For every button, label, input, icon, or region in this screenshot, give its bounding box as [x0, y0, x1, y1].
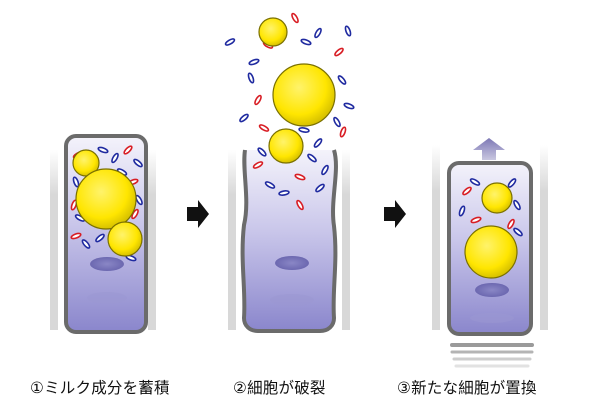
panel-burst: [225, 13, 355, 331]
neighbor-wall-left: [432, 145, 440, 330]
cell-nucleus-lower: [270, 294, 314, 306]
fat-globule-large: [465, 226, 517, 278]
panel-accumulate: [50, 136, 156, 332]
neighbor-wall-right: [148, 150, 156, 330]
neighbor-wall-right: [540, 145, 548, 330]
fat-globules: [259, 18, 335, 163]
fat-globule-large: [273, 64, 335, 126]
right-arrow-icon: [187, 200, 209, 228]
caption-step-3: ③新たな細胞が置換: [397, 377, 537, 399]
motion-lines: [452, 345, 532, 366]
neighbor-wall-right: [342, 150, 350, 330]
right-arrow-icon: [384, 200, 406, 228]
up-arrow-icon: [473, 138, 505, 160]
cell-nucleus: [90, 257, 124, 271]
caption-step-2: ②細胞が破裂: [233, 377, 326, 399]
neighbor-wall-left: [228, 150, 236, 330]
neighbor-wall-left: [50, 150, 58, 330]
cell-nucleus-lower: [470, 313, 514, 323]
fat-globule-large: [76, 169, 136, 229]
cell-nucleus-lower: [87, 292, 127, 304]
cell-nucleus: [275, 256, 309, 270]
fat-globule-small: [482, 183, 512, 213]
fat-globule-medium: [269, 129, 303, 163]
panel-replace: [432, 138, 548, 366]
caption-step-1: ①ミルク成分を蓄積: [30, 377, 170, 399]
fat-globule-medium: [108, 222, 142, 256]
cell-nucleus: [475, 283, 509, 297]
fat-globule-small: [259, 18, 287, 46]
